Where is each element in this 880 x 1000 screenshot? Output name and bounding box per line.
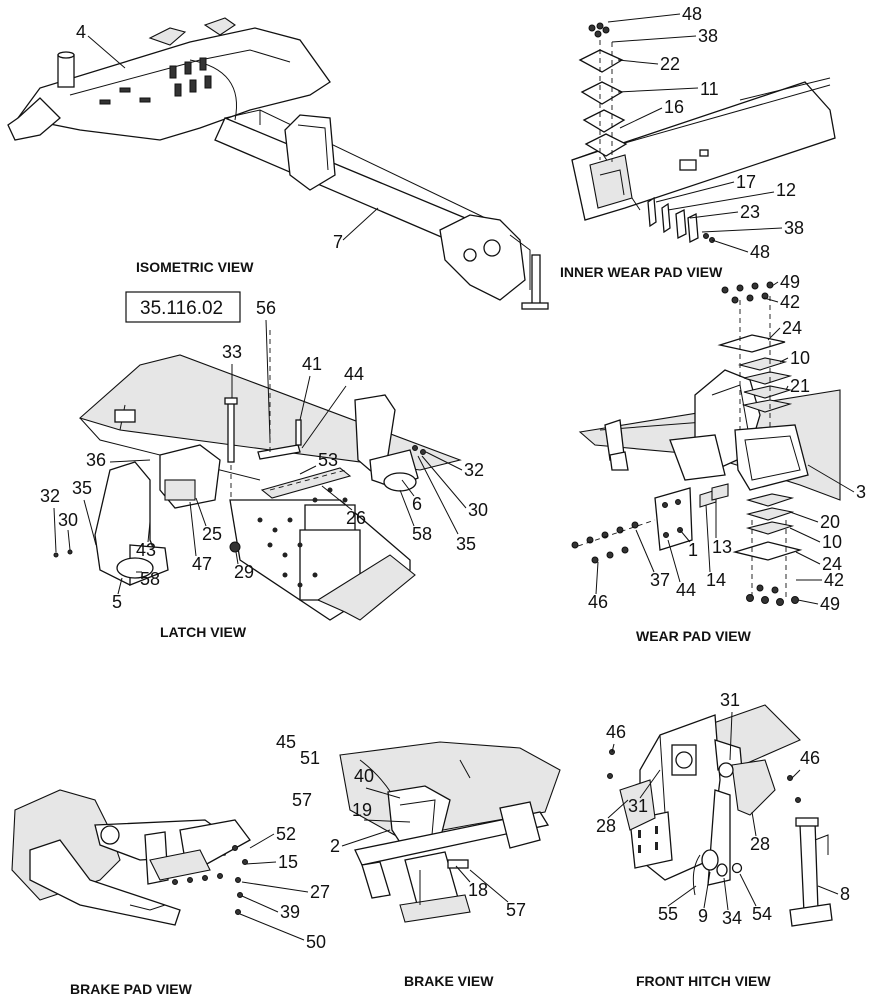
callout-16: 16 xyxy=(664,97,684,117)
callout-31: 31 xyxy=(628,796,648,816)
callout-28: 28 xyxy=(596,816,616,836)
callout-4: 4 xyxy=(76,22,86,42)
wear-pad-view xyxy=(571,281,841,606)
callout-52: 52 xyxy=(276,824,296,844)
callout-33: 33 xyxy=(222,342,242,362)
callout-1: 1 xyxy=(688,540,698,560)
wear-pad-stack-bottom xyxy=(732,493,803,606)
callout-56: 56 xyxy=(256,298,276,318)
callout-46: 46 xyxy=(800,748,820,768)
callout-24: 24 xyxy=(822,554,842,574)
callout-44: 44 xyxy=(676,580,696,600)
callout-44: 44 xyxy=(344,364,364,384)
callout-24: 24 xyxy=(782,318,802,338)
callout-12: 12 xyxy=(776,180,796,200)
callout-3: 3 xyxy=(856,482,866,502)
callout-49: 49 xyxy=(780,272,800,292)
callout-9: 9 xyxy=(698,906,708,926)
callout-48: 48 xyxy=(682,4,702,24)
callout-42: 42 xyxy=(780,292,800,312)
callout-10: 10 xyxy=(822,532,842,552)
callout-45: 45 xyxy=(276,732,296,752)
callout-13: 13 xyxy=(712,537,732,557)
latch-view-title: LATCH VIEW xyxy=(160,624,247,640)
callout-18: 18 xyxy=(468,880,488,900)
front-hitch-view-title: FRONT HITCH VIEW xyxy=(636,973,771,989)
latch-view xyxy=(53,330,462,621)
callout-11: 11 xyxy=(700,79,719,99)
callout-22: 22 xyxy=(660,54,680,74)
callout-39: 39 xyxy=(280,902,300,922)
callout-10: 10 xyxy=(790,348,810,368)
callout-14: 14 xyxy=(706,570,726,590)
callout-53: 53 xyxy=(318,450,338,470)
callout-29: 29 xyxy=(234,562,254,582)
callout-28: 28 xyxy=(750,834,770,854)
callout-27: 27 xyxy=(310,882,330,902)
callout-55: 55 xyxy=(658,904,678,924)
isometric-view xyxy=(7,17,549,310)
wear-pad-view-title: WEAR PAD VIEW xyxy=(636,628,752,644)
callout-38: 38 xyxy=(698,26,718,46)
callout-6: 6 xyxy=(412,494,422,514)
callout-58: 58 xyxy=(412,524,432,544)
inner-pad-stack-top xyxy=(578,22,628,162)
callout-25: 25 xyxy=(202,524,222,544)
callout-8: 8 xyxy=(840,884,850,904)
callout-54: 54 xyxy=(752,904,772,924)
callout-47: 47 xyxy=(192,554,212,574)
front-hitch-view xyxy=(607,704,833,927)
inner-pad-stack-side xyxy=(647,196,715,244)
callout-21: 21 xyxy=(790,376,810,396)
callout-46: 46 xyxy=(588,592,608,612)
isometric-view-title: ISOMETRIC VIEW xyxy=(136,259,254,275)
callout-57: 57 xyxy=(506,900,526,920)
callout-7: 7 xyxy=(333,232,343,252)
callout-42: 42 xyxy=(824,570,844,590)
reference-box-label: 35.116.02 xyxy=(140,298,223,319)
callout-37: 37 xyxy=(650,570,670,590)
callout-34: 34 xyxy=(722,908,742,928)
callout-32: 32 xyxy=(40,486,60,506)
brake-pad-view-title: BRAKE PAD VIEW xyxy=(70,981,193,997)
callout-15: 15 xyxy=(278,852,298,872)
callout-49: 49 xyxy=(820,594,840,614)
callout-35: 35 xyxy=(72,478,92,498)
callout-31: 31 xyxy=(720,690,740,710)
plate-slots xyxy=(99,57,212,105)
callout-50: 50 xyxy=(306,932,326,952)
callout-51: 51 xyxy=(300,748,320,768)
callout-30: 30 xyxy=(468,500,488,520)
brake-pad-view xyxy=(11,789,251,926)
inner-wear-pad-view-title: INNER WEAR PAD VIEW xyxy=(560,264,723,280)
callout-36: 36 xyxy=(86,450,106,470)
callout-19: 19 xyxy=(352,800,372,820)
callout-17: 17 xyxy=(736,172,756,192)
callout-57: 57 xyxy=(292,790,312,810)
callout-35: 35 xyxy=(456,534,476,554)
reference-box xyxy=(125,291,241,323)
callout-58: 58 xyxy=(140,569,160,589)
brake-view xyxy=(339,741,561,923)
brake-view-title: BRAKE VIEW xyxy=(404,973,494,989)
callout-41: 41 xyxy=(302,354,322,374)
callout-32: 32 xyxy=(464,460,484,480)
callout-2: 2 xyxy=(330,836,340,856)
callout-40: 40 xyxy=(354,766,374,786)
callout-30: 30 xyxy=(58,510,78,530)
callout-46: 46 xyxy=(606,722,626,742)
hitch-platform xyxy=(16,27,331,141)
callout-5: 5 xyxy=(112,592,122,612)
callout-38: 38 xyxy=(784,218,804,238)
callout-48: 48 xyxy=(750,242,770,262)
callout-20: 20 xyxy=(820,512,840,532)
callout-26: 26 xyxy=(346,508,366,528)
callout-23: 23 xyxy=(740,202,760,222)
callout-43: 43 xyxy=(136,540,156,560)
inner-wear-pad-view xyxy=(571,22,836,244)
